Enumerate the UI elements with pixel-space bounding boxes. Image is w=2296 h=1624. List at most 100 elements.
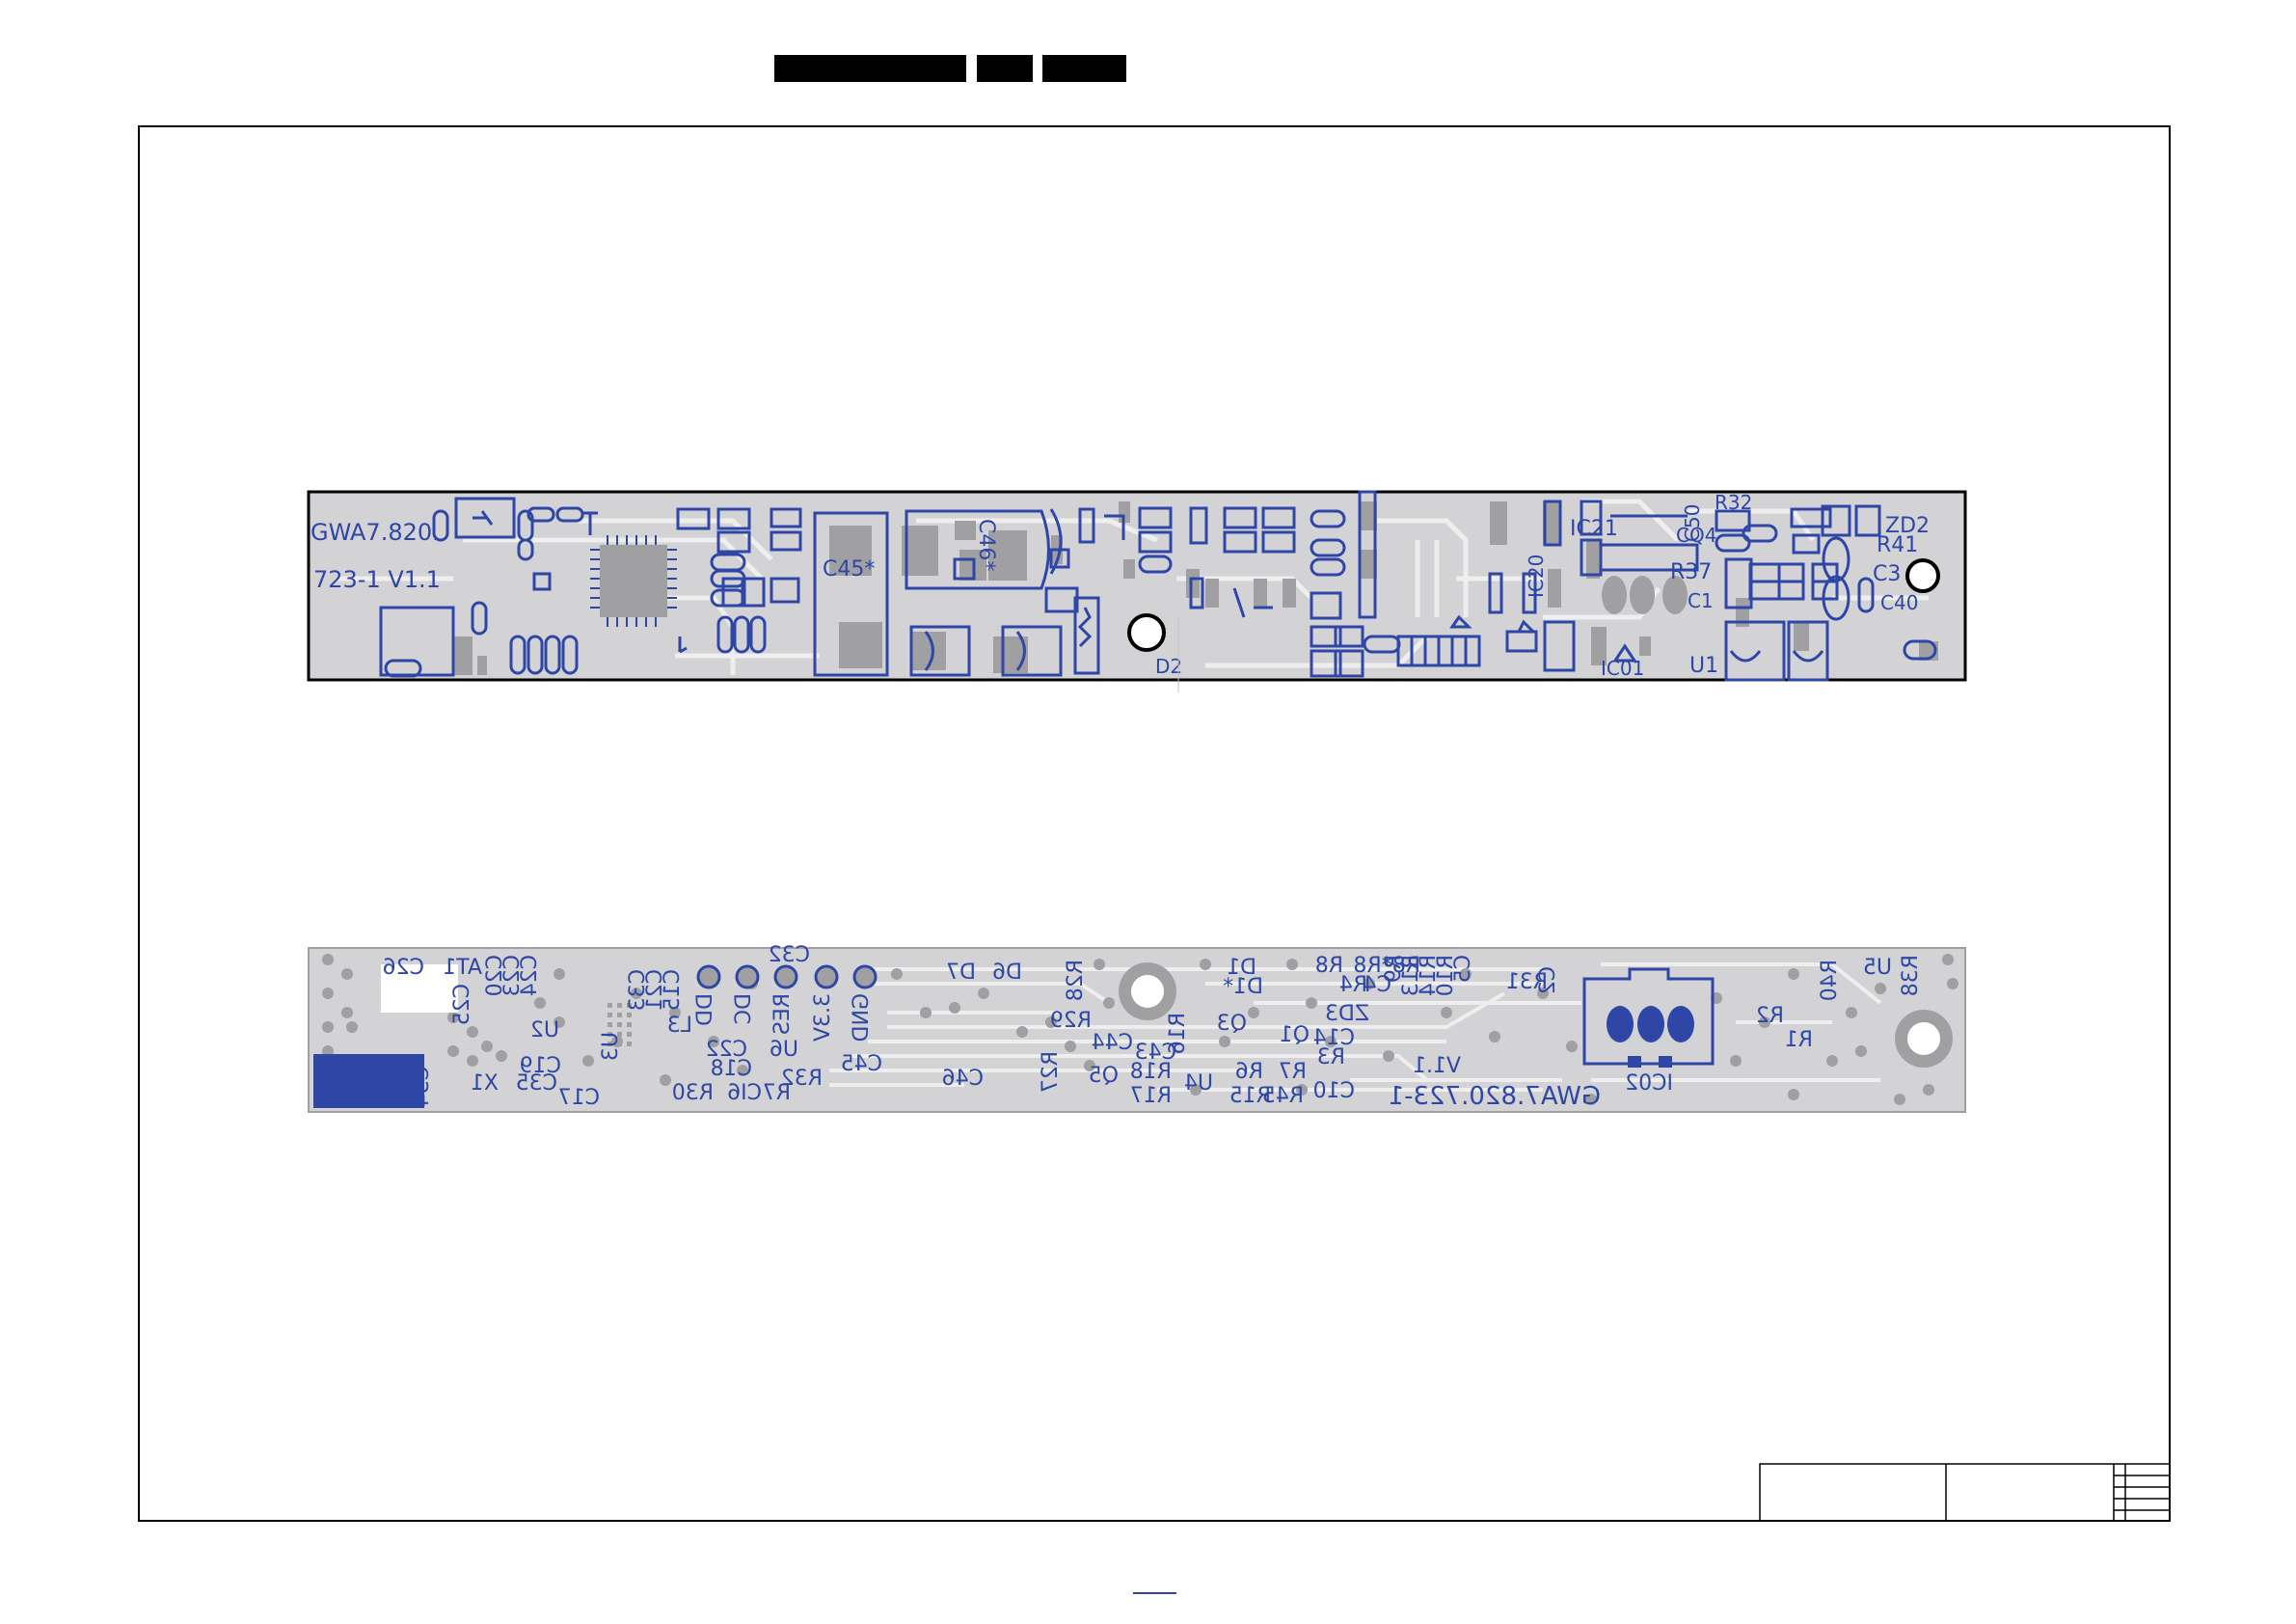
bottom-label-r27: R27 bbox=[1039, 1051, 1063, 1093]
bottom-label-ic02: IC02 bbox=[1625, 1071, 1673, 1096]
bottom-label-d6: D6 bbox=[992, 961, 1022, 985]
top-label-ic20: IC20 bbox=[1525, 555, 1548, 598]
bottom-label-c20: C20 bbox=[483, 955, 507, 996]
top-label-board-line2: 723-1 V1.1 bbox=[313, 566, 441, 593]
bottom-label-pin-33v: 3.3V bbox=[811, 993, 835, 1042]
bottom-label-d7: D7 bbox=[946, 961, 976, 985]
bottom-label-c17: C17 bbox=[558, 1086, 600, 1110]
bottom-label-r1: R1 bbox=[1785, 1028, 1813, 1052]
bottom-label-r32: R32 bbox=[781, 1067, 823, 1091]
bottom-label-c16: CI6 bbox=[727, 1081, 762, 1105]
bottom-label-c26: C26 bbox=[383, 956, 424, 980]
bottom-label-u5: U5 bbox=[1863, 956, 1892, 980]
top-mounting-hole-right bbox=[1905, 558, 1940, 593]
top-label-c50: C50 bbox=[1681, 504, 1704, 542]
bottom-label-pin-dd: DD bbox=[693, 993, 717, 1026]
bottom-label-r30: R30 bbox=[672, 1081, 714, 1105]
top-label-c40: C40 bbox=[1880, 591, 1918, 614]
bottom-label-u3: U3 bbox=[599, 1032, 623, 1061]
bottom-label-at1: AT1 bbox=[443, 956, 482, 980]
bottom-board-vias bbox=[322, 954, 1958, 1105]
bottom-label-r45: R45 bbox=[1262, 1084, 1304, 1108]
bottom-label-c35: C35 bbox=[516, 1071, 557, 1096]
bottom-label-u6: U6 bbox=[770, 1038, 798, 1062]
top-label-c1: C1 bbox=[1688, 589, 1714, 612]
bottom-label-c44: C44 bbox=[1092, 1031, 1133, 1055]
top-label-u1: U1 bbox=[1689, 654, 1718, 678]
bottom-label-c4: C4 bbox=[1364, 973, 1391, 997]
top-label-ic21: IC21 bbox=[1570, 517, 1618, 541]
bottom-mounting-hole-left bbox=[1119, 962, 1176, 1020]
top-label-c46: C46* bbox=[974, 519, 998, 571]
qfp-chip bbox=[600, 545, 667, 617]
bottom-label-r38: R38 bbox=[1899, 955, 1923, 996]
bottom-label-r14: R14 bbox=[1417, 955, 1441, 996]
bottom-label-r2: R2 bbox=[1756, 1004, 1784, 1028]
bottom-label-area bbox=[381, 964, 458, 1013]
bottom-label-r9: R9 bbox=[1382, 955, 1406, 983]
bottom-label-u4: U4 bbox=[1184, 1071, 1213, 1096]
top-label-c3: C3 bbox=[1873, 562, 1901, 586]
bottom-board: C26 AT1 U2 C19 C35 X1 C17 L3 C22 C18 R30… bbox=[308, 943, 1966, 1113]
bottom-label-r40: R40 bbox=[1818, 960, 1842, 1001]
bottom-label-r10: R10 bbox=[1434, 955, 1458, 996]
bottom-label-c14: C14 bbox=[1313, 1026, 1355, 1050]
bottom-label-r31: R31 bbox=[1506, 970, 1548, 994]
bottom-label-c24: C24 bbox=[518, 955, 542, 996]
top-label-cq4: CQ4 bbox=[1676, 524, 1716, 547]
bottom-label-d1s: D1* bbox=[1223, 975, 1263, 999]
bottom-label-r8s: R8*R8 bbox=[1353, 954, 1420, 978]
header-redaction-bars bbox=[774, 55, 1126, 82]
bottom-label-r16: R16 bbox=[1166, 1013, 1190, 1054]
bottom-label-c21: C21 bbox=[643, 969, 667, 1011]
bottom-label-pin-gnd: GND bbox=[850, 993, 874, 1042]
title-block bbox=[1759, 1463, 2171, 1522]
top-label-r32: R32 bbox=[1715, 491, 1752, 514]
bottom-label-l3: L3 bbox=[667, 1014, 692, 1038]
bottom-label-c32: C32 bbox=[769, 943, 810, 967]
bottom-label-c5: C5 bbox=[1451, 955, 1475, 983]
bottom-label-c46: C46 bbox=[942, 1067, 984, 1091]
bottom-label-r6: R6 bbox=[1235, 1060, 1263, 1084]
drawing-frame bbox=[138, 125, 2171, 1522]
bottom-label-c22: C22 bbox=[706, 1038, 747, 1062]
bottom-label-zd3: ZD3 bbox=[1325, 1002, 1369, 1026]
top-label-r37: R37 bbox=[1670, 560, 1712, 584]
qfp-chip-pins bbox=[590, 535, 677, 627]
bottom-label-r7b: R7 bbox=[1279, 1060, 1307, 1084]
bottom-label-c19: C19 bbox=[520, 1054, 561, 1078]
top-label-board-line1: GWA7.820. bbox=[311, 519, 440, 546]
redaction-bar bbox=[774, 55, 966, 82]
top-board-silkscreen bbox=[379, 490, 1937, 682]
bottom-label-q5: Q5 bbox=[1089, 1064, 1119, 1088]
top-label-r41: R41 bbox=[1877, 533, 1918, 557]
bottom-label-q3: Q3 bbox=[1217, 1012, 1247, 1036]
bottom-label-c43: C43 bbox=[1135, 1041, 1176, 1065]
bottom-mounting-hole-right bbox=[1895, 1010, 1953, 1068]
bottom-label-x1: X1 bbox=[471, 1071, 499, 1096]
top-mounting-hole-left bbox=[1127, 613, 1166, 652]
bottom-label-v11: V1.1 bbox=[1413, 1054, 1461, 1078]
bottom-label-r17: R17 bbox=[1130, 1084, 1172, 1108]
bottom-label-c2: C2 bbox=[1536, 966, 1560, 994]
top-board: GWA7.820. 723-1 V1.1 C45* C46* D2 IC21 I… bbox=[307, 490, 1967, 682]
top-label-zd2: ZD2 bbox=[1885, 514, 1930, 538]
top-board-oval-pads bbox=[1602, 576, 1688, 614]
bottom-label-r18: R18 bbox=[1130, 1060, 1172, 1084]
bottom-label-c34: C34 bbox=[410, 1066, 434, 1107]
bottom-label-c15: C15 bbox=[661, 969, 685, 1011]
bottom-label-board-code: GWA7.820.723-1 bbox=[1389, 1082, 1601, 1111]
bottom-label-q1: Q1 bbox=[1280, 1023, 1310, 1047]
bottom-label-pin-dc: DC bbox=[732, 993, 756, 1024]
bottom-label-c33: C33 bbox=[626, 969, 650, 1011]
bottom-label-r28: R28 bbox=[1064, 960, 1088, 1001]
top-label-d2: D2 bbox=[1155, 655, 1182, 678]
bottom-u3-chip bbox=[608, 1003, 632, 1046]
bottom-label-r29: R29 bbox=[1050, 1009, 1092, 1033]
bottom-label-d1: D1 bbox=[1227, 956, 1256, 980]
redaction-bar bbox=[977, 55, 1033, 82]
top-label-c45: C45* bbox=[823, 557, 875, 582]
bottom-copper-pad bbox=[313, 1054, 424, 1108]
bottom-label-pin-res: RES bbox=[770, 993, 795, 1035]
bottom-label-c23: C23 bbox=[500, 955, 525, 996]
